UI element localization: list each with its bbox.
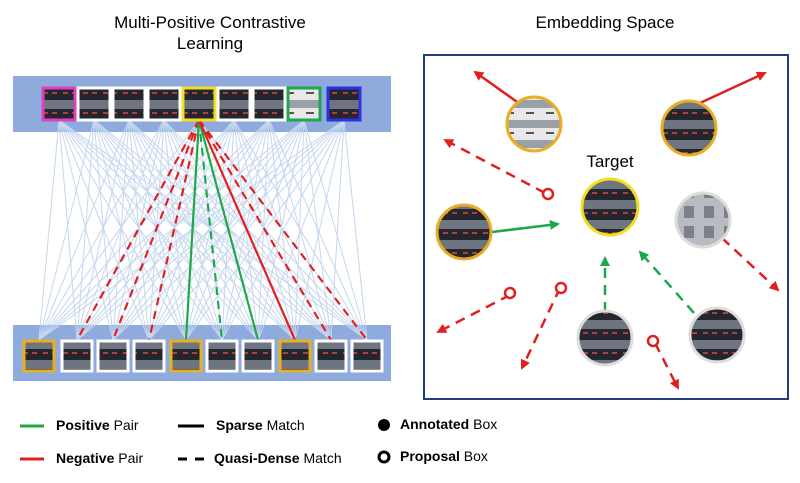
bottom-thumbnail <box>96 339 130 373</box>
dense-link <box>76 119 130 341</box>
embedding-sample <box>674 191 732 249</box>
top-thumbnail <box>286 86 322 122</box>
dense-link <box>221 119 305 341</box>
match-line <box>198 119 332 341</box>
legend-sparse: Sparse Match <box>216 417 305 433</box>
left-title-line2: Learning <box>176 34 244 53</box>
dense-link <box>76 119 305 341</box>
legend-annotated: Annotated Box <box>400 416 498 432</box>
negative-arrow <box>721 237 780 292</box>
legend-positive: Positive Pair <box>56 417 139 433</box>
top-thumbnail <box>111 86 147 122</box>
top-thumbnail <box>251 86 287 122</box>
dense-link <box>128 119 296 341</box>
dense-link <box>185 119 305 341</box>
legend-proposal: Proposal Box <box>400 448 488 464</box>
negative-arrow <box>473 70 521 106</box>
dense-link <box>38 119 270 341</box>
dense-link <box>38 119 165 341</box>
legend-negative: Negative Pair <box>56 450 144 466</box>
dense-link <box>38 119 130 341</box>
embedding-sample <box>435 203 493 261</box>
dense-link <box>112 119 305 341</box>
dense-link <box>93 119 187 341</box>
dense-link <box>38 119 60 341</box>
legend-quasi: Quasi-Dense Match <box>214 450 342 466</box>
dense-link <box>76 119 200 341</box>
bottom-thumbnail <box>278 339 312 373</box>
left-title: Multi-Positive Contrastive Learning <box>60 12 360 54</box>
bottom-thumbnail <box>60 339 94 373</box>
dense-link <box>257 119 345 341</box>
dense-link <box>221 119 345 341</box>
target-label: Target <box>586 152 634 171</box>
bottom-thumbnail <box>22 339 56 373</box>
dense-link <box>76 119 95 341</box>
dense-link <box>343 119 368 341</box>
dense-link <box>38 119 235 341</box>
bottom-thumbnail <box>169 339 203 373</box>
top-thumbnail <box>146 86 182 122</box>
dense-link <box>76 119 165 341</box>
match-line <box>111 119 201 341</box>
bottom-thumbnail <box>205 339 239 373</box>
negative-arrow <box>520 287 562 370</box>
dense-link <box>257 119 305 341</box>
right-title: Embedding Space <box>535 13 675 32</box>
dense-link <box>58 119 296 341</box>
bottom-thumbnail <box>314 339 348 373</box>
dense-link <box>93 119 296 341</box>
match-line <box>147 119 201 341</box>
dense-link <box>268 119 296 341</box>
bottom-thumbnail <box>132 339 166 373</box>
match-line <box>197 119 224 341</box>
dense-link <box>294 119 345 341</box>
dense-link <box>58 119 187 341</box>
embedding-sample <box>660 99 718 157</box>
negative-arrow <box>699 71 767 105</box>
top-thumbnail <box>326 86 362 122</box>
top-thumbnail <box>181 86 217 122</box>
match-line <box>197 119 260 341</box>
match-line <box>197 119 297 341</box>
negative-arrow <box>443 138 546 195</box>
match-line <box>198 119 368 341</box>
dense-link <box>148 119 305 341</box>
bottom-thumbnail <box>241 339 275 373</box>
negative-arrow <box>653 342 680 390</box>
proposal-ring <box>646 334 660 348</box>
positive-arrow <box>491 219 560 234</box>
embedding-sample <box>505 95 563 153</box>
dense-link <box>303 119 332 341</box>
top-thumbnail <box>216 86 252 122</box>
dense-link <box>38 119 305 341</box>
proposal-ring <box>541 187 555 201</box>
dense-link <box>76 119 345 341</box>
match-line <box>184 119 201 341</box>
dense-link <box>58 119 78 341</box>
positive-arrow <box>638 250 695 314</box>
embedding-sample <box>688 306 746 364</box>
left-title-line1: Multi-Positive Contrastive <box>114 13 306 32</box>
top-thumbnail <box>76 86 112 122</box>
dense-link <box>330 119 345 341</box>
dense-link <box>294 119 305 341</box>
embedding-sample <box>580 177 640 237</box>
bottom-thumbnail <box>350 339 384 373</box>
dense-link <box>128 119 187 341</box>
dense-link <box>303 119 368 341</box>
proposal-ring <box>503 286 517 300</box>
negative-arrow <box>436 293 511 334</box>
top-thumbnail <box>41 86 77 122</box>
proposal-ring <box>554 281 568 295</box>
dense-link <box>38 119 95 341</box>
embedding-space-frame <box>423 54 789 400</box>
embedding-sample <box>576 309 634 367</box>
dense-link <box>38 119 200 341</box>
